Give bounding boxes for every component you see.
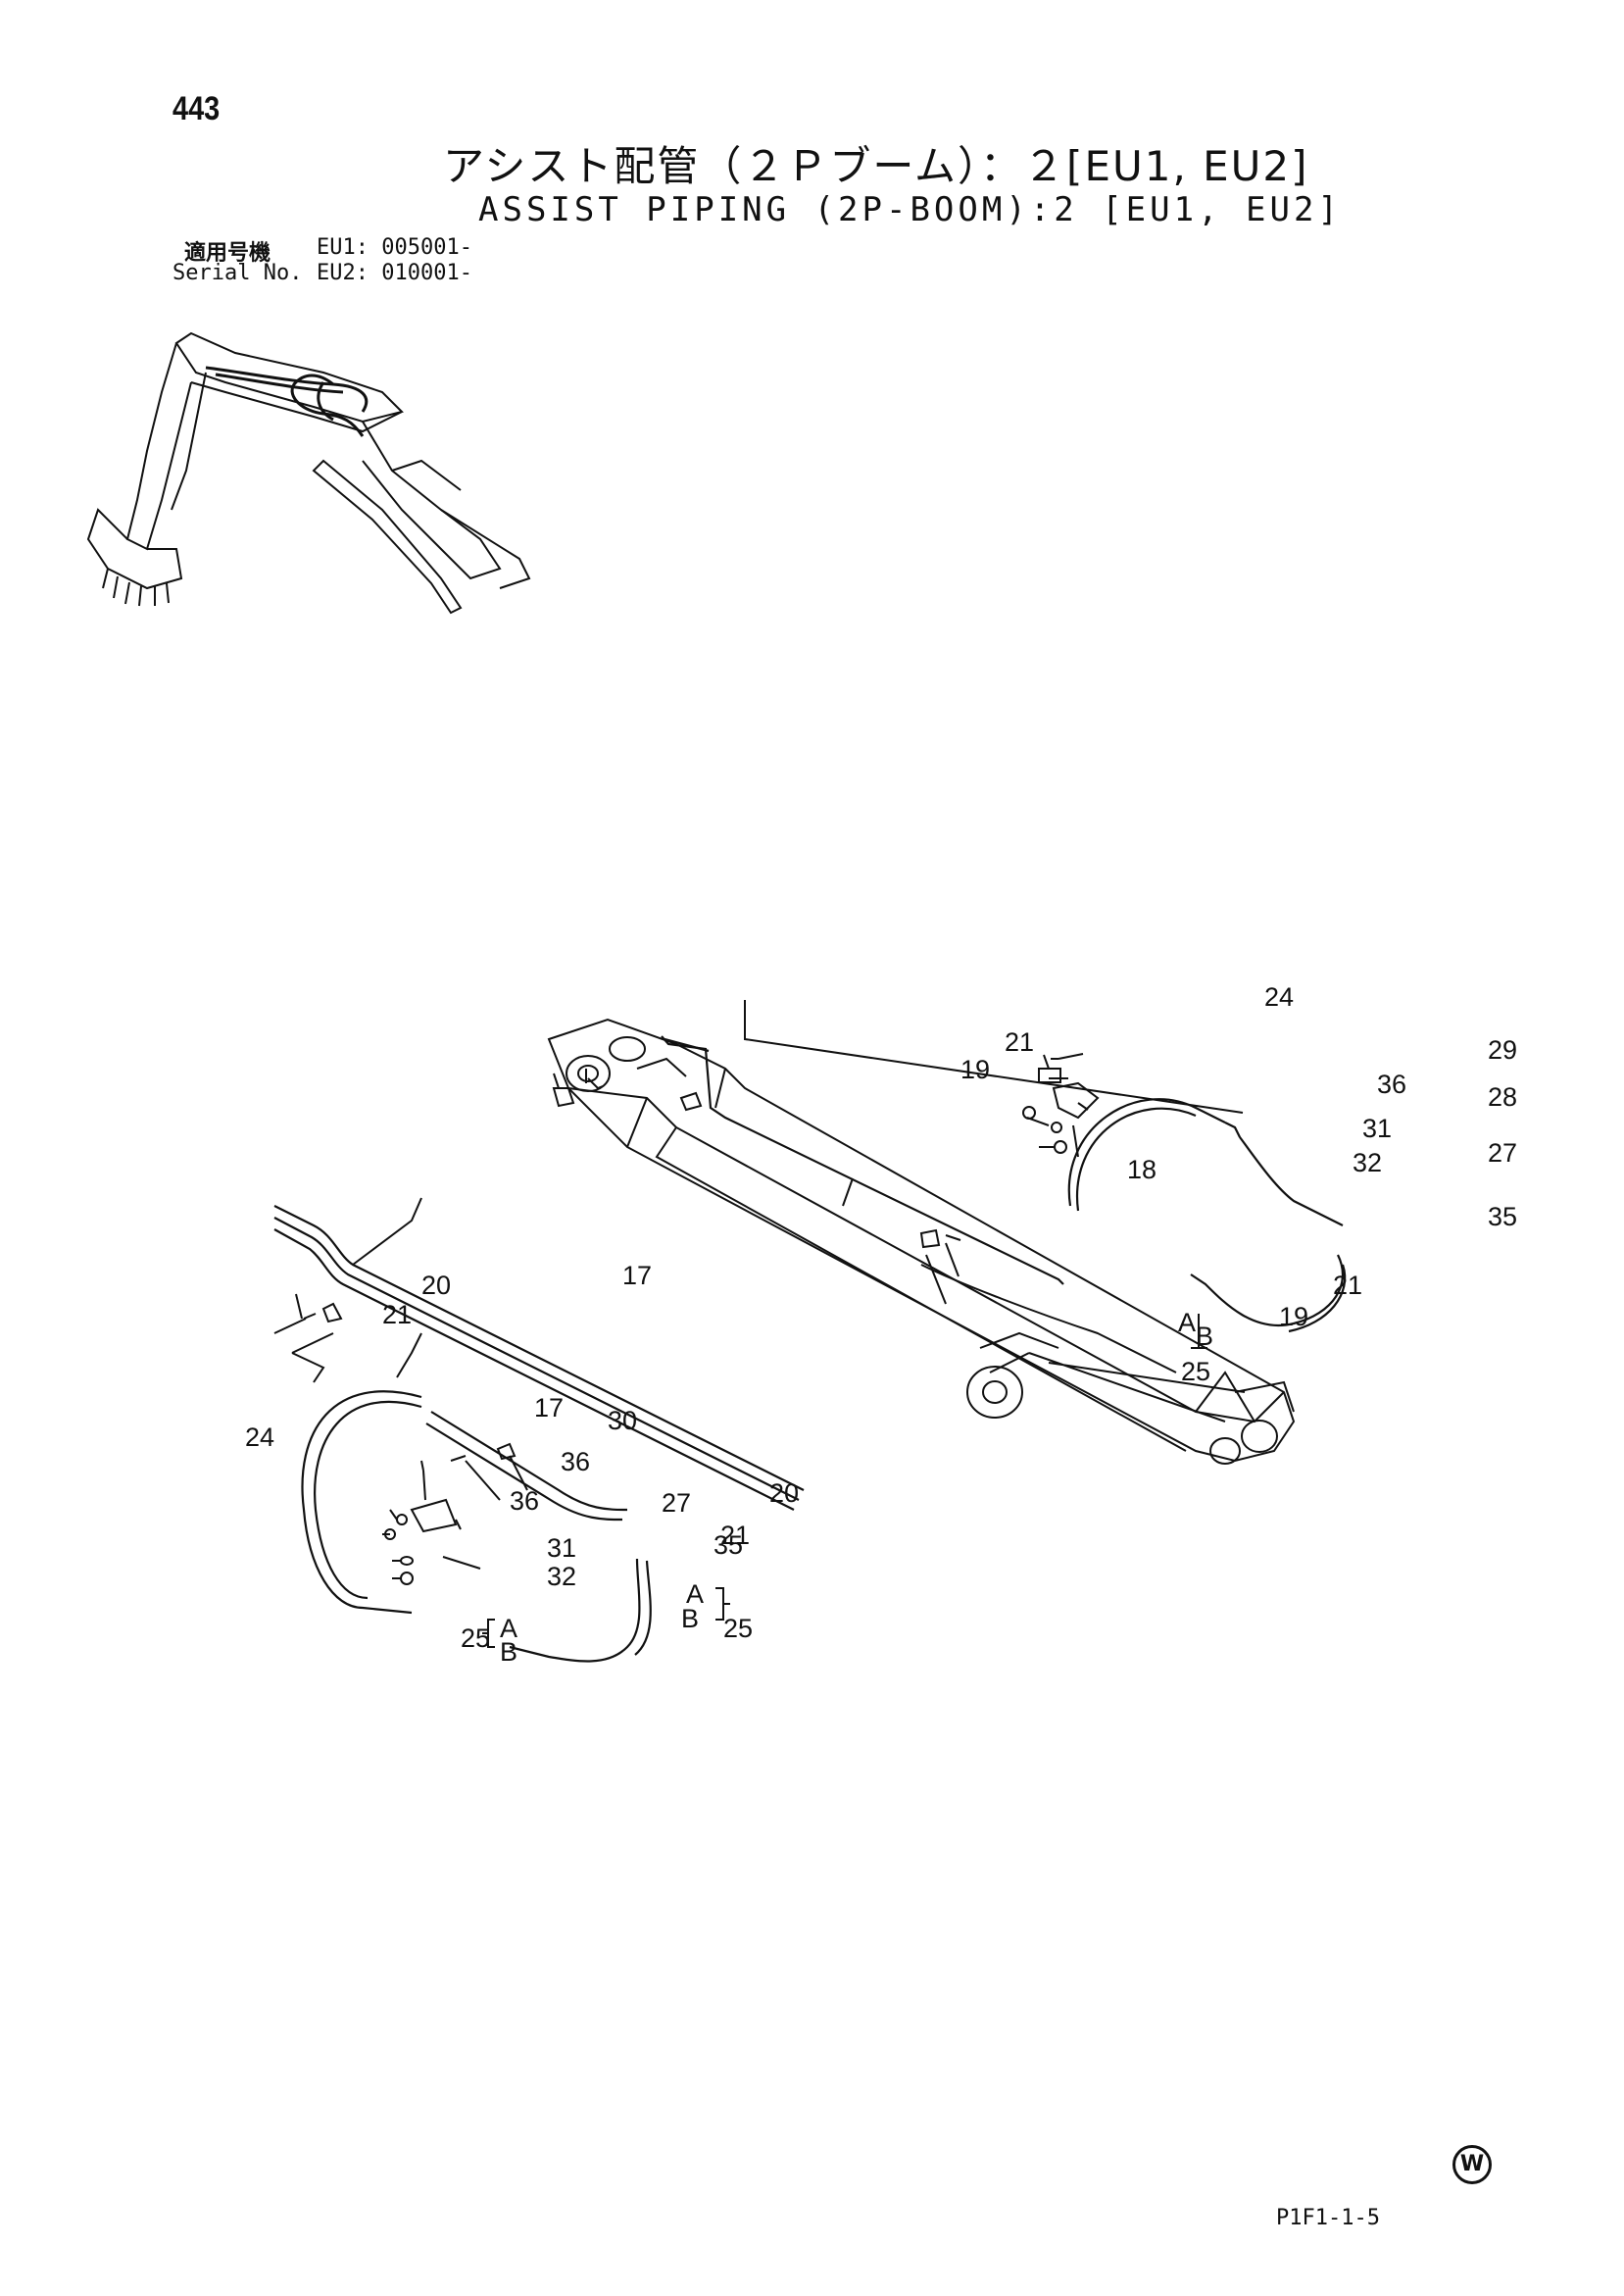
callout-18: 18 xyxy=(1127,1155,1156,1184)
part-30-bolt xyxy=(422,1470,426,1501)
excavator-overview-illustration xyxy=(86,331,531,615)
callout-28: 28 xyxy=(1488,1082,1517,1112)
part-31-washer-low xyxy=(400,1556,414,1566)
callout-36-top: 36 xyxy=(1377,1070,1406,1099)
callout-a-low: A xyxy=(686,1579,704,1609)
watermark-w-symbol: W xyxy=(1452,2145,1492,2184)
figure-code: P1F1-1-5 xyxy=(1276,2206,1380,2230)
part-21-bolt-left xyxy=(303,1313,317,1320)
hoses-25-low xyxy=(509,1558,652,1663)
part-21-bolt-mid xyxy=(945,1234,961,1241)
callout-25-top: 25 xyxy=(1181,1357,1210,1386)
page-number: 443 xyxy=(172,90,221,127)
title-japanese: アシスト配管（２Ｐブーム）：２[EU1, EU2] xyxy=(443,142,1309,190)
part-19-clamp-top xyxy=(552,1087,575,1108)
callout-b-low: B xyxy=(681,1604,699,1633)
part-27-bracket-low xyxy=(410,1498,458,1533)
hoses-24-left xyxy=(301,1390,628,1615)
part-32-nut-low xyxy=(400,1572,414,1585)
part-29-bolt xyxy=(1043,1054,1058,1070)
callout-31-top: 31 xyxy=(1362,1114,1392,1143)
part-36-top xyxy=(1022,1106,1036,1120)
callout-24-left: 24 xyxy=(245,1423,274,1452)
callout-21-mid: 21 xyxy=(1333,1271,1362,1300)
part-21-bolt-top xyxy=(587,1077,604,1090)
callout-36-l1: 36 xyxy=(561,1447,590,1476)
callout-a-top: A xyxy=(1178,1308,1196,1337)
callout-31-low: 31 xyxy=(547,1533,576,1563)
leader-lines xyxy=(273,1000,1244,1579)
callout-21-left: 21 xyxy=(382,1300,412,1329)
callout-25-low-right: 25 xyxy=(723,1614,753,1643)
serial-label-japanese: 適用号機 xyxy=(184,241,271,266)
callout-32-top: 32 xyxy=(1353,1148,1382,1177)
part-20-clamp-right xyxy=(496,1442,517,1461)
callout-b-low-left: B xyxy=(500,1637,517,1667)
part-32-nut-top xyxy=(1054,1140,1067,1154)
callout-a-low-left: A xyxy=(500,1614,517,1643)
callout-19-mid: 19 xyxy=(1279,1302,1308,1331)
callout-19-top: 19 xyxy=(960,1055,990,1084)
part-28-plate xyxy=(1038,1068,1061,1083)
callout-21-low: 21 xyxy=(720,1521,750,1550)
part-21-bolt-low xyxy=(450,1455,467,1462)
callout-24-top: 24 xyxy=(1264,982,1294,1012)
serial-label-english: Serial No. xyxy=(172,261,303,285)
callout-29: 29 xyxy=(1488,1035,1517,1065)
serial-eu2: EU2: 010001- xyxy=(317,261,472,285)
callout-20-left: 20 xyxy=(421,1271,451,1300)
part-36-low-a xyxy=(396,1514,408,1525)
callout-27-low: 27 xyxy=(662,1488,691,1518)
part-20-clamp-left xyxy=(321,1302,343,1323)
callout-25-low-left: 25 xyxy=(461,1623,490,1653)
callout-21-top: 21 xyxy=(1005,1027,1034,1057)
callout-32-low: 32 xyxy=(547,1562,576,1591)
callout-35-low: 35 xyxy=(714,1530,743,1560)
boom-structure xyxy=(547,1018,1296,1465)
pipes-17 xyxy=(273,1205,805,1511)
callout-36-l2: 36 xyxy=(510,1486,539,1516)
part-19-clamp-mid xyxy=(919,1228,941,1249)
part-31-washer-top xyxy=(1051,1122,1062,1133)
callout-17-b: 17 xyxy=(534,1393,564,1423)
callout-17-a: 17 xyxy=(622,1261,652,1290)
hose-24-top xyxy=(1067,1098,1344,1226)
callout-35-top: 35 xyxy=(1488,1202,1517,1231)
callout-20-right: 20 xyxy=(769,1478,799,1508)
pipe-18 xyxy=(661,1035,1064,1285)
hose-25-top xyxy=(1190,1254,1347,1333)
callout-b-top: B xyxy=(1196,1322,1213,1351)
callout-30: 30 xyxy=(608,1406,637,1435)
assist-piping-parts-diagram: 24 21 19 18 29 36 28 31 27 32 35 21 19 A… xyxy=(245,982,1517,1667)
serial-eu1: EU1: 005001- xyxy=(317,235,472,260)
title-english: ASSIST PIPING (2P-BOOM):2 [EU1, EU2] xyxy=(478,190,1342,229)
callout-27-top: 27 xyxy=(1488,1138,1517,1168)
part-27-bracket-top xyxy=(1052,1081,1100,1120)
